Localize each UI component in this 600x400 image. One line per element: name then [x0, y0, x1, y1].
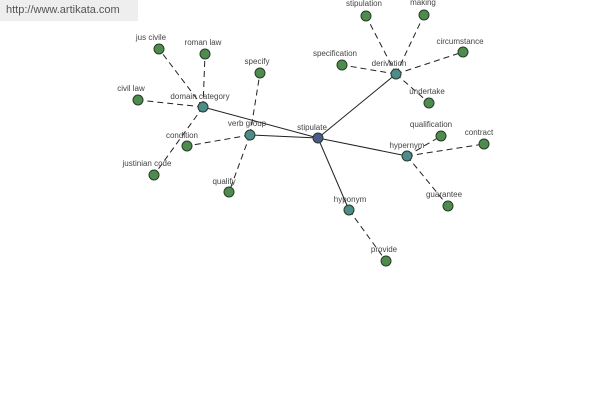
source-url-banner: http://www.artikata.com: [0, 0, 138, 21]
node-label-guarantee: guarantee: [426, 190, 463, 199]
node-label-stipulation: stipulation: [346, 0, 382, 8]
edge-hypernym-to-contract: [406, 143, 485, 157]
edge-verb-group-to-specify: [249, 72, 261, 136]
node-contract[interactable]: [478, 138, 490, 150]
node-jus-civile[interactable]: [153, 43, 165, 55]
node-verb-group[interactable]: [244, 129, 256, 141]
node-label-hypernym: hypernym: [389, 141, 424, 150]
node-undertake[interactable]: [423, 97, 435, 109]
node-specification[interactable]: [336, 59, 348, 71]
node-circumstance[interactable]: [457, 46, 469, 58]
edge-verb-group-to-qualify: [228, 134, 251, 193]
node-stipulation[interactable]: [360, 10, 372, 22]
node-making[interactable]: [418, 9, 430, 21]
labels-layer: stipulate derivation domain category verb g…: [117, 0, 494, 254]
edge-stipulate-to-domain-category: [202, 106, 319, 139]
node-derivation[interactable]: [390, 68, 402, 80]
node-label-provide: provide: [371, 245, 398, 254]
edge-domain-category-to-jus-civile: [158, 48, 204, 108]
node-label-undertake: undertake: [409, 87, 445, 96]
node-label-qualification: qualification: [410, 120, 452, 129]
node-condition[interactable]: [181, 140, 193, 152]
node-label-circumstance: circumstance: [436, 37, 484, 46]
node-guarantee[interactable]: [442, 200, 454, 212]
node-label-stipulate: stipulate: [297, 123, 327, 132]
node-label-domain-category: domain category: [170, 92, 229, 101]
edge-domain-category-to-civil-law: [137, 99, 204, 108]
edges-layer: [137, 14, 485, 262]
edge-derivation-to-specification: [341, 64, 397, 75]
edge-stipulate-to-verb-group: [249, 134, 319, 139]
edge-verb-group-to-condition: [186, 134, 251, 147]
node-provide[interactable]: [380, 255, 392, 267]
node-stipulate[interactable]: [312, 132, 324, 144]
edge-derivation-to-undertake: [395, 73, 430, 104]
node-label-qualify: qualify: [212, 177, 235, 186]
edge-hypernym-to-qualification: [406, 135, 442, 157]
node-qualify[interactable]: [223, 186, 235, 198]
edge-hypernym-to-guarantee: [406, 155, 449, 207]
node-hypernym[interactable]: [401, 150, 413, 162]
node-label-civil-law: civil law: [117, 84, 145, 93]
node-label-condition: condition: [166, 131, 198, 140]
node-domain-category[interactable]: [197, 101, 209, 113]
node-roman-law[interactable]: [199, 48, 211, 60]
node-label-specify: specify: [245, 57, 270, 66]
node-label-roman-law: roman law: [185, 38, 222, 47]
nodes-layer: [132, 9, 490, 267]
edge-derivation-to-stipulation: [365, 15, 397, 75]
edge-stipulate-to-hypernym: [317, 137, 408, 157]
node-label-verb-group: verb group: [228, 119, 267, 128]
edge-domain-category-to-roman-law: [202, 53, 206, 108]
edge-derivation-to-circumstance: [395, 51, 464, 75]
edge-stipulate-to-hyponym: [317, 137, 350, 211]
edge-stipulate-to-derivation: [317, 73, 397, 139]
node-label-specification: specification: [313, 49, 357, 58]
node-label-hyponym: hyponym: [334, 195, 367, 204]
node-qualification[interactable]: [435, 130, 447, 142]
node-hyponym[interactable]: [343, 204, 355, 216]
node-label-contract: contract: [465, 128, 494, 137]
edge-hyponym-to-provide: [348, 209, 387, 262]
node-label-making: making: [410, 0, 436, 7]
edge-domain-category-to-justinian-code: [153, 106, 204, 176]
node-civil-law[interactable]: [132, 94, 144, 106]
node-label-derivation: derivation: [372, 59, 407, 68]
node-label-jus-civile: jus civile: [135, 33, 167, 42]
node-justinian-code[interactable]: [148, 169, 160, 181]
edge-derivation-to-making: [395, 14, 425, 75]
node-label-justinian-code: justinian code: [122, 159, 172, 168]
node-specify[interactable]: [254, 67, 266, 79]
